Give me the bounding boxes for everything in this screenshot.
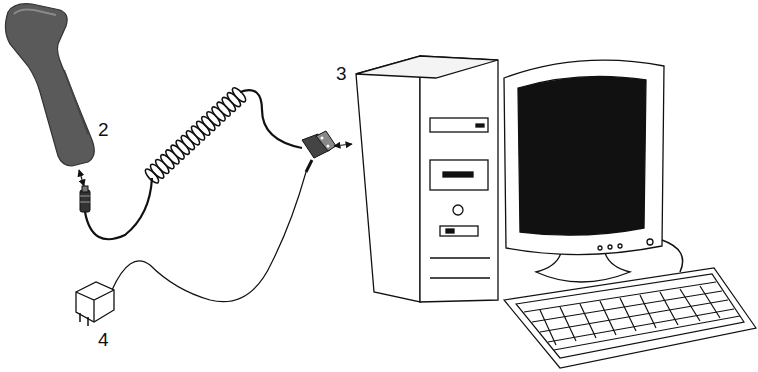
callout-number: 3 xyxy=(336,64,347,83)
callout-number: 2 xyxy=(98,120,109,139)
pc-tower xyxy=(356,56,498,302)
label-anchor: 3 xyxy=(336,64,347,83)
callout-number: 4 xyxy=(98,330,109,349)
label-anchor: 2 xyxy=(98,120,109,139)
connect-arrow xyxy=(79,170,84,186)
power-supply xyxy=(76,282,114,326)
connect-arrow xyxy=(334,144,352,146)
label-anchor: 4 xyxy=(98,330,109,349)
keyboard xyxy=(504,268,756,368)
coiled-cable xyxy=(143,86,247,185)
scanner-cable xyxy=(85,178,152,239)
scanner-cable xyxy=(240,90,302,148)
serial-connector xyxy=(302,131,336,158)
monitor xyxy=(504,60,664,282)
keyboard-cable xyxy=(662,240,683,272)
cable-plug xyxy=(80,186,90,212)
barcode-scanner xyxy=(5,4,94,166)
power-cable xyxy=(112,160,312,302)
